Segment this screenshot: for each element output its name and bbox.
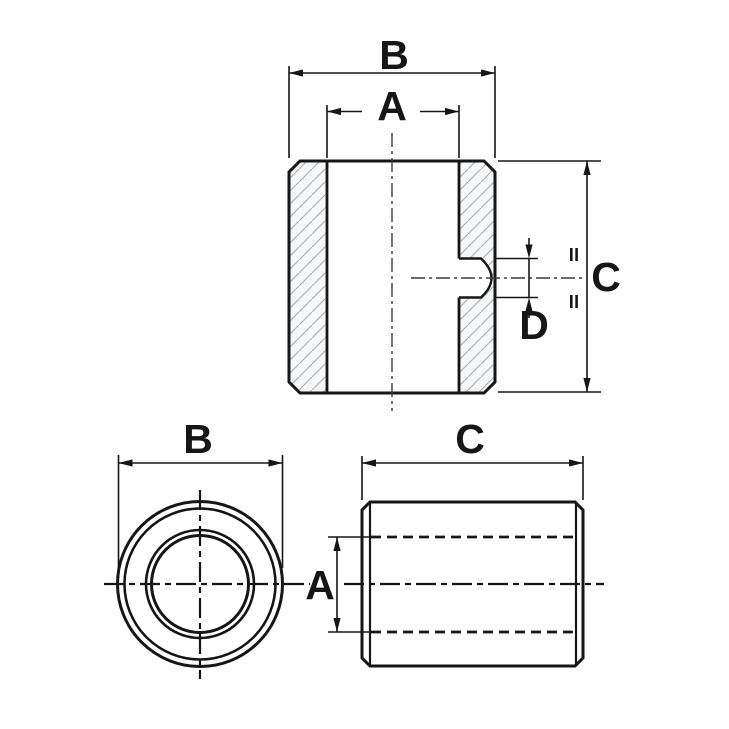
arrowhead-left-icon xyxy=(289,69,303,77)
arrowhead-up-icon xyxy=(333,537,341,551)
arrowhead-right-icon xyxy=(445,107,459,116)
arrowhead-down-icon xyxy=(525,244,533,259)
front-view: B xyxy=(104,416,310,679)
arrowhead-up-icon xyxy=(525,297,533,312)
dim-label-c-section: C xyxy=(591,254,621,300)
arrowhead-left-icon xyxy=(327,107,341,116)
arrowhead-left-icon xyxy=(118,459,133,467)
dim-label-b-front: B xyxy=(183,416,213,462)
dimension-d-section: D xyxy=(496,238,549,348)
side-view: C A xyxy=(305,416,604,668)
side-hidden-bore-lines xyxy=(371,535,575,634)
section-view: B A C D xyxy=(287,32,621,411)
arrowhead-down-icon xyxy=(583,378,591,392)
dimension-b-section: B xyxy=(288,32,496,158)
arrowhead-right-icon xyxy=(481,69,495,77)
dim-label-a-side: A xyxy=(305,562,335,608)
left-wall-hatch xyxy=(289,161,327,393)
dimension-a-side: A xyxy=(305,536,372,633)
dimension-b-front: B xyxy=(117,416,284,578)
dim-label-b-section: B xyxy=(379,32,409,78)
dimension-a-section: A xyxy=(326,83,460,158)
section-outline xyxy=(287,159,497,395)
arrowhead-left-icon xyxy=(362,459,376,467)
arrowhead-right-icon xyxy=(268,459,283,467)
dimension-c-section: C xyxy=(498,160,621,393)
dim-label-a-section: A xyxy=(377,83,407,129)
arrowhead-up-icon xyxy=(583,161,591,175)
section-centerlines xyxy=(391,133,584,411)
arrowhead-right-icon xyxy=(569,459,583,467)
dim-label-c-side: C xyxy=(455,416,485,462)
dim-label-d-section: D xyxy=(519,302,549,348)
section-bore-edges xyxy=(325,161,461,393)
dimension-c-side: C xyxy=(361,416,584,500)
equal-marks xyxy=(569,248,578,308)
arrowhead-down-icon xyxy=(333,618,341,632)
side-chamfer-lines xyxy=(368,502,578,666)
front-centerlines xyxy=(104,490,310,679)
port-notch-fill xyxy=(459,258,492,298)
